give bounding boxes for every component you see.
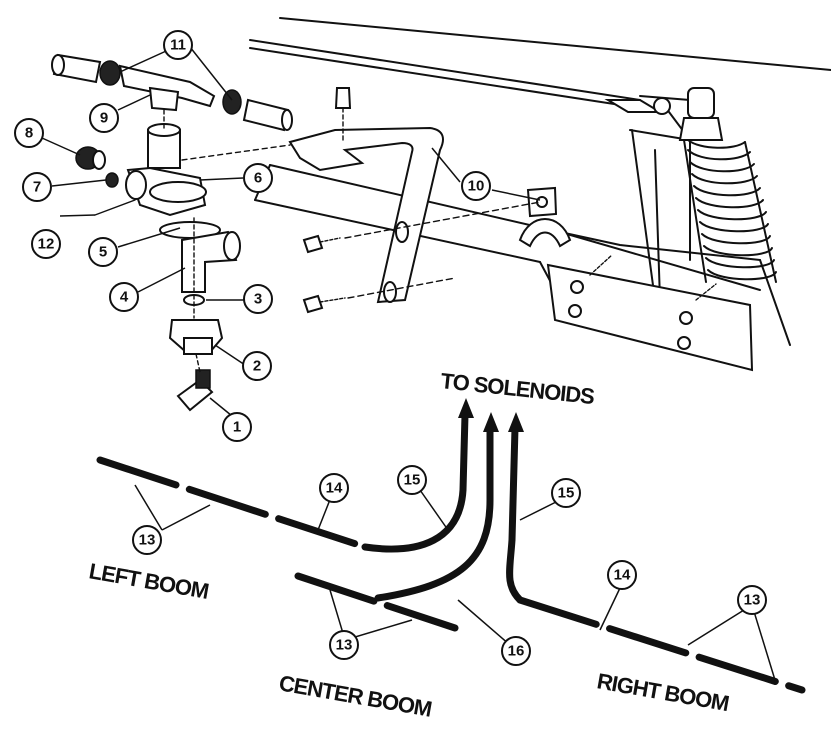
svg-text:1: 1 — [233, 419, 241, 436]
left-boom-label: LEFT BOOM — [87, 558, 210, 604]
callout-13-left: 13 — [132, 525, 162, 555]
svg-text:3: 3 — [254, 291, 262, 308]
callout-10: 10 — [461, 171, 491, 201]
center-boom-line — [294, 572, 459, 632]
svg-text:13: 13 — [744, 592, 761, 609]
svg-text:15: 15 — [404, 472, 421, 489]
svg-text:12: 12 — [38, 236, 55, 253]
svg-text:13: 13 — [336, 637, 353, 654]
svg-text:15: 15 — [558, 485, 575, 502]
svg-text:8: 8 — [25, 125, 33, 142]
svg-text:7: 7 — [33, 179, 41, 196]
arrow-head-3 — [508, 412, 524, 432]
to-solenoids-label: TO SOLENOIDS — [439, 368, 595, 409]
svg-text:11: 11 — [170, 37, 186, 54]
svg-text:5: 5 — [99, 244, 107, 261]
callout-14-left: 14 — [319, 473, 349, 503]
callout-15-left: 15 — [397, 465, 427, 495]
svg-text:6: 6 — [254, 170, 262, 187]
leader-lines — [41, 46, 776, 681]
svg-text:10: 10 — [468, 178, 485, 195]
callout-6: 6 — [243, 163, 273, 193]
center-boom-hose — [374, 424, 494, 602]
right-boom-hose — [506, 424, 524, 604]
arrow-head-1 — [458, 398, 474, 418]
callout-13-center: 13 — [329, 630, 359, 660]
callout-11: 11 — [163, 30, 193, 60]
svg-text:13: 13 — [139, 532, 156, 549]
callout-14-right: 14 — [607, 560, 637, 590]
arrow-head-2 — [483, 412, 499, 432]
boom-frame — [249, 17, 831, 372]
center-boom-label: CENTER BOOM — [277, 670, 433, 721]
right-boom-label: RIGHT BOOM — [595, 668, 730, 716]
callout-4: 4 — [109, 282, 139, 312]
callout-16: 16 — [501, 636, 531, 666]
nozzle-assembly — [51, 53, 293, 412]
callout-15-right: 15 — [551, 478, 581, 508]
left-boom-hose — [361, 411, 469, 553]
svg-text:16: 16 — [508, 643, 525, 660]
callout-13-right: 13 — [737, 585, 767, 615]
svg-text:14: 14 — [614, 567, 631, 584]
callout-3: 3 — [243, 284, 273, 314]
svg-text:14: 14 — [326, 480, 343, 497]
mounting-bracket-10 — [288, 87, 572, 314]
callout-1: 1 — [222, 412, 252, 442]
right-boom-line — [516, 596, 806, 694]
left-boom-line — [96, 456, 369, 551]
boom-hoses — [96, 398, 806, 694]
svg-text:4: 4 — [120, 289, 129, 306]
callout-5: 5 — [88, 237, 118, 267]
spring-assembly — [678, 87, 777, 283]
svg-text:2: 2 — [253, 358, 261, 375]
callout-12: 12 — [31, 229, 61, 259]
callout-9: 9 — [89, 103, 119, 133]
callout-2: 2 — [242, 351, 272, 381]
svg-text:9: 9 — [100, 110, 108, 127]
callout-8: 8 — [14, 118, 44, 148]
callout-7: 7 — [22, 172, 52, 202]
